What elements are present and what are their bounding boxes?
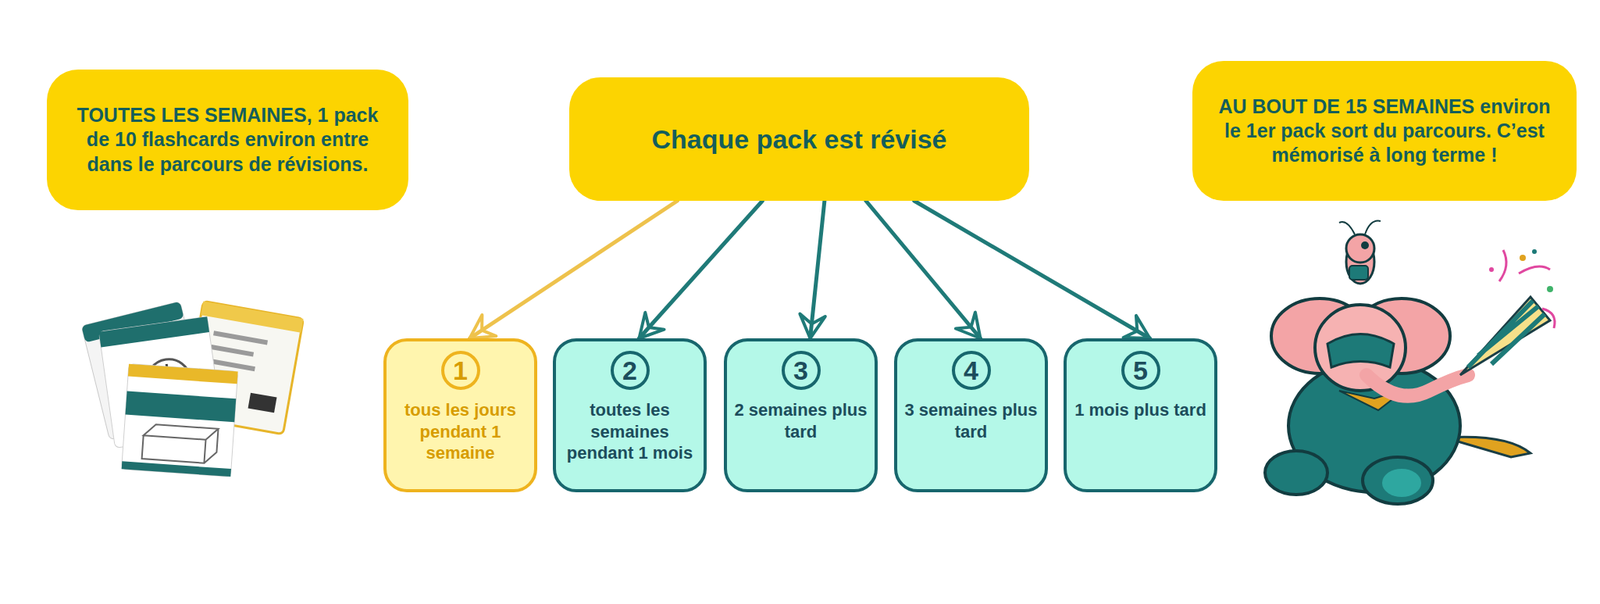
- step-number-circle: 5: [1121, 350, 1161, 390]
- step-box: 3 semaines plus tard 4: [894, 338, 1048, 492]
- arrow-connector: [865, 200, 981, 339]
- step-box: 1 mois plus tard 5: [1063, 338, 1218, 492]
- step-box: toutes les semaines pendant 1 mois 2: [552, 338, 707, 492]
- step-box: 2 semaines plus tard 3: [723, 338, 878, 492]
- step-number-circle: 3: [781, 350, 821, 390]
- info-box: AU BOUT DE 15 SEMAINES environ le 1er pa…: [1192, 60, 1577, 201]
- info-box: TOUTES LES SEMAINES, 1 pack de 10 flashc…: [46, 69, 409, 211]
- step-number: 3: [793, 356, 809, 384]
- arrow-connector: [914, 200, 1151, 339]
- box-text: 1 mois plus tard: [1074, 399, 1207, 421]
- box-text: 2 semaines plus tard: [733, 399, 869, 442]
- mascot-illustration: [1265, 220, 1555, 504]
- arrow-connector: [639, 200, 763, 339]
- step-number: 4: [963, 356, 979, 384]
- step-number: 5: [1133, 356, 1148, 384]
- box-text: 3 semaines plus tard: [903, 399, 1039, 442]
- arrow-connector: [799, 200, 825, 339]
- step-number-circle: 1: [441, 350, 481, 390]
- box-text: TOUTES LES SEMAINES, 1 pack de 10 flashc…: [64, 103, 392, 177]
- box-text: AU BOUT DE 15 SEMAINES environ le 1er pa…: [1209, 94, 1560, 168]
- box-text: toutes les semaines pendant 1 mois: [562, 399, 698, 464]
- step-box: tous les jours pendant 1 semaine 1: [383, 338, 538, 492]
- step-number: 2: [622, 356, 638, 384]
- arrow-connector: [470, 200, 678, 339]
- box-text: tous les jours pendant 1 semaine: [392, 399, 528, 464]
- step-number: 1: [452, 356, 468, 384]
- flashcards-illustration: [81, 300, 303, 477]
- step-number-circle: 4: [951, 350, 991, 390]
- box-text: Chaque pack est révisé: [652, 122, 948, 157]
- central-box: Chaque pack est révisé: [569, 77, 1030, 201]
- step-number-circle: 2: [610, 350, 650, 390]
